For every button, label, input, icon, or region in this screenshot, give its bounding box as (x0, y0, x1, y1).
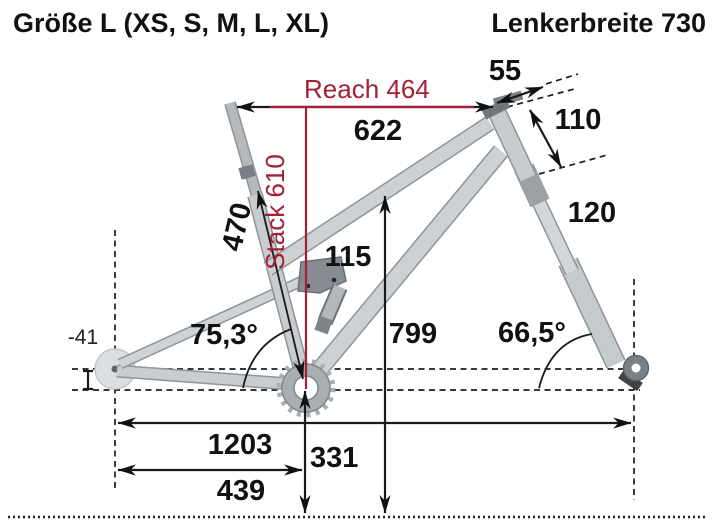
stem-arrow (496, 85, 544, 105)
head-tube (488, 106, 536, 182)
head-tube-label: 110 (555, 104, 602, 136)
fork-dropout (618, 369, 643, 392)
stack-label: Stack 610 (260, 154, 290, 270)
wheelbase-label: 1203 (208, 429, 273, 461)
handlebar-title: Lenkerbreite 730 (491, 8, 706, 38)
top-tube-label: 622 (354, 115, 402, 147)
front-wheel-hub (618, 354, 650, 392)
bb-drop-label: -41 (68, 326, 98, 349)
chainstay (116, 366, 304, 390)
head-top-cap (481, 98, 511, 120)
head-angle-label: 66,5° (498, 317, 566, 349)
size-title: Größe L (XS, S, M, L, XL) (13, 8, 329, 38)
rear-travel-label: 115 (325, 241, 372, 273)
labels: Größe L (XS, S, M, L, XL) Lenkerbreite 7… (13, 8, 706, 507)
stem-extension (545, 73, 579, 85)
fork-lower-leg (559, 258, 625, 368)
shock-end-cap (314, 315, 333, 335)
fork-travel-label: 120 (568, 197, 616, 229)
seat-angle-label: 75,3° (190, 319, 258, 351)
rocker-bolt (331, 277, 337, 283)
bb-height-label: 331 (310, 442, 358, 474)
standover-label: 799 (389, 318, 437, 350)
rear-axle-dot (111, 365, 119, 373)
shock (314, 283, 348, 335)
fork-stanchion (530, 193, 578, 275)
reach-label: Reach 464 (304, 74, 430, 104)
chainstay-label: 439 (217, 475, 265, 507)
shock-body (319, 284, 346, 325)
head-tube-arrow (529, 109, 562, 168)
seat-clamp (238, 164, 256, 180)
head-angle-arc (538, 333, 593, 389)
seat-tube-arrow (256, 190, 305, 380)
stem-label: 55 (489, 55, 521, 87)
stack-reach-lines (270, 105, 474, 389)
head-bottom-extension (538, 154, 608, 175)
down-tube (300, 146, 507, 391)
front-axle-hole (631, 363, 641, 373)
